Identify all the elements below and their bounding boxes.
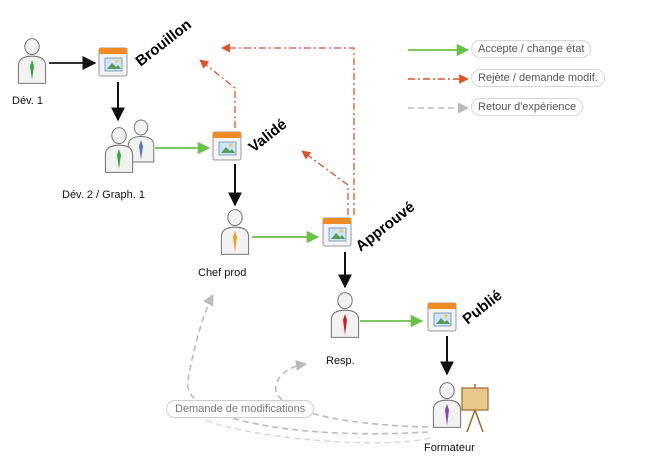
label-formateur: Formateur (424, 442, 475, 454)
person-icon-resp (330, 292, 360, 338)
label-chef-prod: Chef prod (198, 267, 247, 279)
feedback-extra-curve (204, 419, 431, 444)
feedback-to-chef (187, 294, 429, 435)
doc-icon-approuve (322, 217, 352, 247)
reject-approuve-to-brouillon (221, 43, 355, 215)
person-icon-dev1 (17, 38, 47, 84)
label-resp: Resp. (326, 355, 355, 367)
legend-arrows (408, 43, 470, 114)
person-icon-dev2 (104, 127, 134, 173)
person-icon-formateur (432, 382, 462, 428)
doc-icon-brouillon (98, 47, 128, 77)
label-dev2-graph1: Dév. 2 / Graph. 1 (62, 189, 145, 201)
flow-arrows (49, 43, 454, 444)
person-icon-graph1 (127, 119, 155, 163)
doc-icon-valide (212, 131, 242, 161)
person-icon-chef (220, 209, 250, 255)
reject-valide-to-brouillon (199, 59, 236, 128)
legend-feedback-label: Retour d'expérience (471, 98, 584, 116)
reject-approuve-to-valide (301, 150, 349, 215)
presentation-board-icon (461, 384, 489, 433)
legend-accept-label: Accepte / change état (471, 40, 592, 58)
note-modification-request: Demande de modifications (166, 400, 315, 418)
label-dev1: Dév. 1 (12, 95, 43, 107)
doc-icon-publie (427, 302, 457, 332)
legend-reject-label: Rejète / demande modif. (471, 69, 605, 87)
